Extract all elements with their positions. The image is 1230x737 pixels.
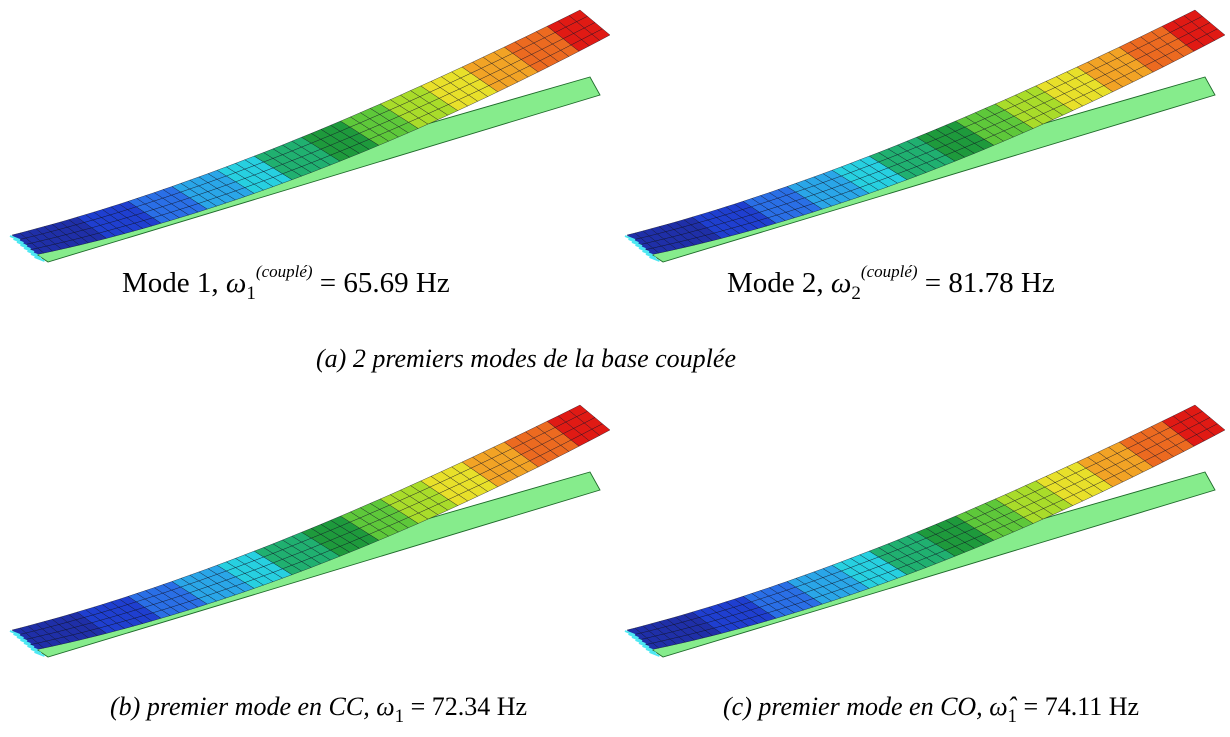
deformed-mesh: [11, 404, 611, 651]
mode-co-figure: [615, 395, 1230, 665]
beam-plot: [624, 404, 1226, 658]
caption-a: (a) 2 premiers modes de la base couplée: [316, 344, 736, 373]
mode-2-figure: [615, 0, 1230, 270]
clamp-support: [9, 630, 45, 657]
mode-1-figure: [0, 0, 615, 270]
caption-b: (b) premier mode en CC, ω1 = 72.34 Hz: [110, 692, 528, 727]
clamp-support: [624, 235, 660, 262]
mode-cc-figure: [0, 395, 615, 665]
beam-plot: [624, 9, 1226, 263]
clamp-support: [9, 235, 45, 262]
beam-plot: [9, 9, 611, 263]
deformed-mesh: [11, 9, 611, 256]
beam-plot: [9, 404, 611, 658]
mode-1-label: Mode 1, ω1(couplé) = 65.69 Hz: [122, 262, 450, 304]
caption-c: (c) premier mode en CO, ω̂1 = 74.11 Hz: [723, 692, 1140, 727]
clamp-support: [624, 630, 660, 657]
mode-2-label: Mode 2, ω2(couplé) = 81.78 Hz: [727, 262, 1055, 304]
deformed-mesh: [626, 404, 1226, 651]
deformed-mesh: [626, 9, 1226, 256]
